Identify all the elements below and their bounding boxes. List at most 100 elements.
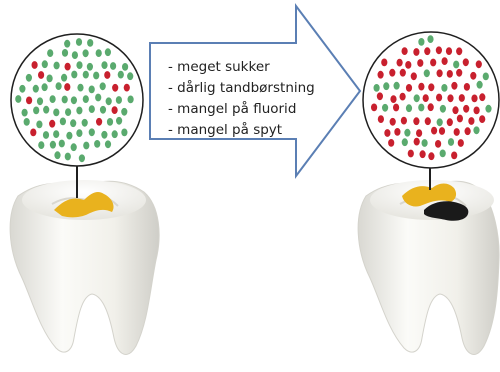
healthy-bacterium xyxy=(83,95,89,103)
healthy-bacterium xyxy=(94,140,100,148)
harmful-bacterium xyxy=(428,103,434,111)
harmful-bacterium xyxy=(394,128,400,136)
risk-factor-item: - mangel på fluorid xyxy=(168,99,315,120)
healthy-bacterium xyxy=(128,96,134,104)
healthy-bacterium xyxy=(50,95,56,103)
healthy-bacterium xyxy=(453,61,459,69)
harmful-bacterium xyxy=(406,84,412,92)
harmful-bacterium xyxy=(49,120,55,128)
healthy-bacterium xyxy=(71,96,77,104)
harmful-bacterium xyxy=(400,93,406,101)
healthy-bacterium xyxy=(105,140,111,148)
healthy-bacterium xyxy=(22,109,28,117)
healthy-bacterium xyxy=(404,129,410,137)
healthy-bacterium xyxy=(26,74,32,82)
risk-factor-item: - meget sukker xyxy=(168,57,315,78)
healthy-bacterium xyxy=(93,72,99,80)
harmful-bacterium xyxy=(425,117,431,125)
healthy-bacterium xyxy=(65,153,71,161)
healthy-bacterium xyxy=(121,129,127,137)
harmful-bacterium xyxy=(476,60,482,68)
healthy-bacterium xyxy=(71,143,77,151)
harmful-bacterium xyxy=(451,82,457,90)
healthy-bacterium xyxy=(65,108,71,116)
harmful-bacterium xyxy=(428,83,434,91)
harmful-bacterium xyxy=(416,129,422,137)
healthy-bacterium xyxy=(100,106,106,114)
healthy-bacterium xyxy=(448,138,454,146)
harmful-bacterium xyxy=(390,118,396,126)
harmful-bacterium xyxy=(468,117,474,125)
decayed-sample-circle xyxy=(363,32,499,168)
healthy-bacterium xyxy=(33,85,39,93)
healthy-bacterium xyxy=(19,85,25,93)
healthy-bacterium xyxy=(101,61,107,69)
harmful-bacterium xyxy=(456,69,462,77)
healthy-bacterium xyxy=(112,130,118,138)
harmful-bacterium xyxy=(431,127,437,135)
harmful-bacterium xyxy=(414,138,420,146)
harmful-bacterium xyxy=(26,97,32,105)
harmful-bacterium xyxy=(401,117,407,125)
harmful-bacterium xyxy=(405,61,411,69)
harmful-bacterium xyxy=(446,47,452,55)
healthy-bacterium xyxy=(414,94,420,102)
healthy-bacterium xyxy=(483,73,489,81)
harmful-bacterium xyxy=(454,128,460,136)
harmful-bacterium xyxy=(112,106,118,114)
harmful-bacterium xyxy=(378,71,384,79)
healthy-bacterium xyxy=(24,118,30,126)
healthy-bacterium xyxy=(418,38,424,46)
harmful-bacterium xyxy=(418,83,424,91)
harmful-bacterium xyxy=(417,59,423,67)
harmful-bacterium xyxy=(428,152,434,160)
healthy-bacterium xyxy=(95,94,101,102)
harmful-bacterium xyxy=(384,129,390,137)
risk-factor-item: - mangel på spyt xyxy=(168,120,315,141)
harmful-bacterium xyxy=(393,104,399,112)
healthy-bacterium xyxy=(43,106,49,114)
healthy-bacterium xyxy=(36,121,42,129)
harmful-bacterium xyxy=(447,118,453,126)
harmful-bacterium xyxy=(452,106,458,114)
harmful-bacterium xyxy=(408,150,414,158)
healthy-bacterium xyxy=(107,118,113,126)
harmful-bacterium xyxy=(442,57,448,65)
healthy-bacterium xyxy=(96,49,102,57)
risk-factor-item: - dårlig tandbørstning xyxy=(168,78,315,99)
healthy-bacterium xyxy=(485,105,491,113)
healthy-bacterium xyxy=(402,138,408,146)
healthy-bacterium xyxy=(424,69,430,77)
harmful-bacterium xyxy=(31,61,37,69)
healthy-bacterium xyxy=(33,107,39,115)
harmful-bacterium xyxy=(413,48,419,56)
healthy-bacterium xyxy=(38,141,44,149)
healthy-bacterium xyxy=(56,82,62,90)
harmful-bacterium xyxy=(64,83,70,91)
healthy-bacterium xyxy=(43,131,49,139)
healthy-bacterium xyxy=(110,62,116,70)
healthy-bacterium xyxy=(427,35,433,43)
healthy-bacterium xyxy=(440,105,446,113)
healthy-bacterium xyxy=(89,105,95,113)
healthy-bacterium xyxy=(440,150,446,158)
harmful-bacterium xyxy=(30,129,36,137)
healthy-bacterium xyxy=(76,38,82,46)
harmful-bacterium xyxy=(400,69,406,77)
healthy-bacterium xyxy=(473,126,479,134)
healthy-bacterium xyxy=(382,104,388,112)
healthy-bacterium xyxy=(106,97,112,105)
harmful-bacterium xyxy=(377,92,383,100)
harmful-bacterium xyxy=(381,59,387,67)
healthy-bacterium xyxy=(83,49,89,57)
harmful-bacterium xyxy=(456,47,462,55)
harmful-bacterium xyxy=(96,118,102,126)
harmful-bacterium xyxy=(104,71,110,79)
harmful-bacterium xyxy=(38,71,44,79)
healthy-bacterium xyxy=(83,142,89,150)
healthy-bacterium xyxy=(60,118,66,126)
healthy-bacterium xyxy=(116,117,122,125)
harmful-bacterium xyxy=(413,117,419,125)
healthy-bacterium xyxy=(89,86,95,94)
harmful-bacterium xyxy=(124,84,130,92)
